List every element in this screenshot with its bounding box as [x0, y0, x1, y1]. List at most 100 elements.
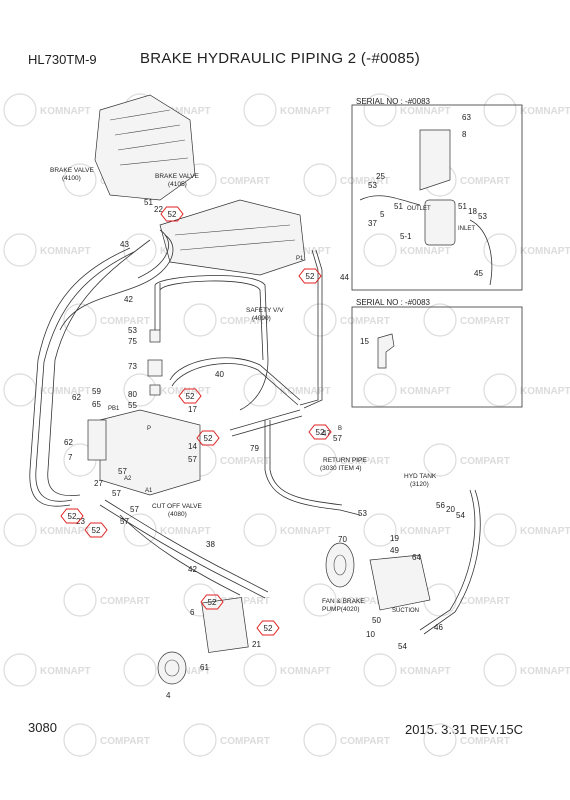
svg-text:KOMNAPT: KOMNAPT: [40, 666, 91, 677]
svg-text:45: 45: [474, 269, 483, 278]
svg-text:62: 62: [64, 438, 73, 447]
svg-text:61: 61: [200, 663, 209, 672]
svg-text:KOMNAPT: KOMNAPT: [40, 246, 91, 257]
hex-callout: 52: [256, 620, 280, 636]
watermark-mark: COMPART: [63, 583, 150, 617]
svg-text:B: B: [338, 426, 342, 432]
watermark-mark: KOMNAPT: [483, 373, 570, 407]
svg-text:COMPART: COMPART: [340, 736, 390, 747]
watermark-mark: KOMNAPT: [363, 513, 451, 547]
svg-text:57: 57: [333, 434, 342, 443]
svg-text:6: 6: [190, 608, 195, 617]
svg-text:64: 64: [412, 553, 421, 562]
svg-text:57: 57: [130, 505, 139, 514]
watermark-mark: KOMNAPT: [3, 513, 91, 547]
svg-text:HYD TANK: HYD TANK: [404, 473, 437, 480]
hex-callout-outline: [298, 268, 322, 284]
svg-text:KOMNAPT: KOMNAPT: [520, 666, 570, 677]
svg-text:62: 62: [72, 393, 81, 402]
watermark-mark: COMPART: [183, 583, 270, 617]
svg-text:KOMNAPT: KOMNAPT: [40, 526, 91, 537]
watermark-mark: KOMNAPT: [363, 93, 451, 127]
svg-text:KOMNAPT: KOMNAPT: [520, 386, 570, 397]
svg-text:19: 19: [390, 534, 399, 543]
watermark-mark: KOMNAPT: [243, 653, 331, 687]
hex-callout: 52: [298, 268, 322, 284]
svg-text:27: 27: [94, 479, 103, 488]
svg-text:44: 44: [340, 273, 349, 282]
svg-text:COMPART: COMPART: [220, 736, 270, 747]
svg-text:54: 54: [456, 511, 465, 520]
svg-text:65: 65: [92, 400, 101, 409]
svg-text:COMPART: COMPART: [460, 736, 510, 747]
svg-text:CUT OFF VALVE: CUT OFF VALVE: [152, 503, 203, 510]
watermark-mark: KOMNAPT: [483, 233, 570, 267]
inset-serial-top: SERIAL NO : -#0083: [356, 97, 431, 106]
svg-text:BRAKE VALVE: BRAKE VALVE: [155, 173, 199, 180]
svg-text:INLET: INLET: [458, 226, 475, 232]
inset-box-filter: [351, 104, 523, 291]
watermark-mark: COMPART: [303, 723, 390, 757]
svg-text:57: 57: [112, 489, 121, 498]
svg-text:RETURN PIPE: RETURN PIPE: [323, 457, 367, 464]
svg-text:57: 57: [188, 455, 197, 464]
watermark-mark: COMPART: [63, 303, 150, 337]
hex-callout: 52: [60, 508, 84, 524]
svg-text:5: 5: [380, 210, 385, 219]
part-labels: 51 22 43 42 44 53 75 73 80 55 59 65 62 1…: [64, 113, 487, 700]
watermark-mark: KOMNAPT: [3, 233, 91, 267]
hex-callout-outline: [200, 594, 224, 610]
svg-text:KOMNAPT: KOMNAPT: [160, 106, 211, 117]
hex-callout: 52: [196, 430, 220, 446]
brake-valve-assembly: [94, 94, 306, 276]
watermark-mark: COMPART: [423, 443, 510, 477]
svg-text:A2: A2: [124, 476, 132, 482]
svg-text:(4090): (4090): [252, 315, 271, 322]
model-code: HL730TM-9: [28, 52, 97, 67]
svg-text:57: 57: [118, 467, 127, 476]
svg-text:KOMNAPT: KOMNAPT: [280, 666, 331, 677]
svg-text:20: 20: [446, 505, 455, 514]
svg-text:COMPART: COMPART: [340, 456, 390, 467]
svg-text:56: 56: [436, 501, 445, 510]
svg-text:10: 10: [366, 630, 375, 639]
svg-text:KOMNAPT: KOMNAPT: [400, 106, 451, 117]
svg-text:42: 42: [124, 295, 133, 304]
watermark-mark: COMPART: [183, 303, 270, 337]
svg-text:14: 14: [188, 442, 197, 451]
svg-text:7: 7: [68, 453, 73, 462]
svg-text:COMPART: COMPART: [220, 176, 270, 187]
svg-text:17: 17: [188, 405, 197, 414]
svg-text:40: 40: [215, 370, 224, 379]
filter-assembly: [359, 129, 493, 286]
svg-text:KOMNAPT: KOMNAPT: [280, 246, 331, 257]
hex-callout: 52: [200, 594, 224, 610]
svg-text:54: 54: [398, 642, 407, 651]
svg-text:COMPART: COMPART: [340, 316, 390, 327]
svg-text:49: 49: [390, 546, 399, 555]
hex-callout-label: 52: [168, 210, 177, 219]
watermark-mark: COMPART: [303, 163, 390, 197]
svg-text:63: 63: [462, 113, 471, 122]
hex-callout-label: 52: [186, 392, 195, 401]
svg-text:OUTLET: OUTLET: [407, 206, 431, 212]
watermark-mark: COMPART: [63, 723, 150, 757]
svg-text:57: 57: [120, 517, 129, 526]
svg-text:51: 51: [144, 198, 153, 207]
page-number: 3080: [28, 720, 57, 735]
svg-text:51: 51: [458, 202, 467, 211]
svg-text:55: 55: [128, 401, 137, 410]
watermark-mark: KOMNAPT: [363, 233, 451, 267]
accumulator: [157, 597, 249, 685]
svg-text:KOMNAPT: KOMNAPT: [280, 386, 331, 397]
svg-text:COMPART: COMPART: [100, 736, 150, 747]
svg-text:FAN & BRAKE: FAN & BRAKE: [322, 598, 365, 605]
svg-text:COMPART: COMPART: [460, 456, 510, 467]
svg-text:(4080): (4080): [168, 511, 187, 518]
svg-text:47: 47: [322, 429, 331, 438]
hex-callout-outline: [160, 206, 184, 222]
svg-text:COMPART: COMPART: [100, 596, 150, 607]
svg-text:COMPART: COMPART: [340, 176, 390, 187]
svg-text:KOMNAPT: KOMNAPT: [400, 526, 451, 537]
hex-callout: 52: [84, 522, 108, 538]
